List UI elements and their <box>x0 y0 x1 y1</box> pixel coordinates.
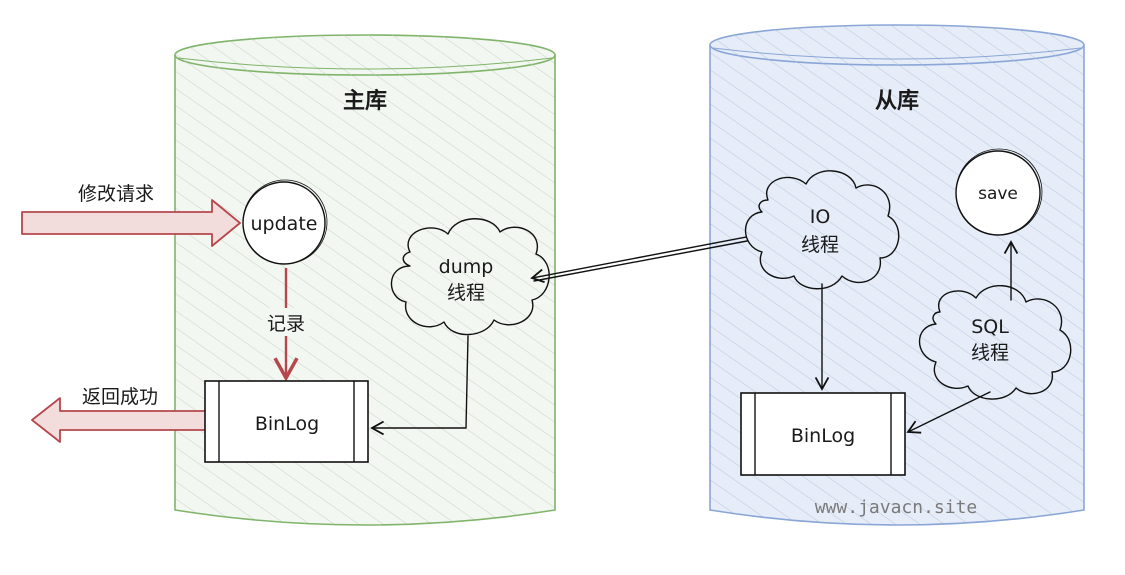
watermark: www.javacn.site <box>815 497 978 518</box>
dump-thread-cloud: dump 线程 <box>390 218 550 336</box>
sql-thread-cloud: SQL 线程 <box>919 284 1072 400</box>
save-label: save <box>978 184 1018 204</box>
io-label-line1: IO <box>810 206 831 228</box>
master-binlog: BinLog <box>204 380 369 463</box>
update-node: update <box>242 179 328 265</box>
io-thread-cloud: IO 线程 <box>745 170 900 290</box>
slave-title: 从库 <box>875 89 919 114</box>
dump-label-line1: dump <box>439 256 494 278</box>
dump-to-binlog-arrow <box>370 335 469 436</box>
save-node: save <box>955 148 1043 236</box>
success-label: 返回成功 <box>82 386 158 408</box>
record-label: 记录 <box>267 313 305 335</box>
success-arrow <box>31 397 211 443</box>
slave-binlog: BinLog <box>740 392 906 476</box>
slave-binlog-label: BinLog <box>791 425 855 447</box>
io-label-line2: 线程 <box>801 234 839 256</box>
sql-label-line2: 线程 <box>971 342 1009 364</box>
dump-label-line2: 线程 <box>447 282 485 304</box>
master-binlog-label: BinLog <box>255 413 319 435</box>
io-to-dump-arrow <box>530 236 747 283</box>
master-title: 主库 <box>343 89 387 114</box>
update-label: update <box>251 213 318 235</box>
sql-label-line1: SQL <box>971 316 1009 338</box>
request-label: 修改请求 <box>78 183 154 205</box>
request-arrow <box>21 199 241 247</box>
sql-to-binlog-arrow <box>906 391 991 434</box>
